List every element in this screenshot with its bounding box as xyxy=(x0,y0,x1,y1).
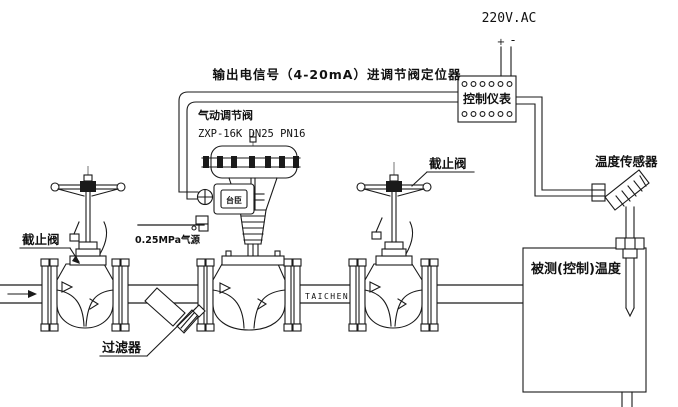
flange-pair xyxy=(348,258,367,332)
pipe-brand-label: TAICHEN xyxy=(305,292,349,301)
yoke-and-stem xyxy=(221,177,285,266)
temperature-sensor-label: 温度传感器 xyxy=(595,154,658,169)
controller-label: 控制仪表 xyxy=(463,91,512,106)
stop-valve-right-label: 截止阀 xyxy=(429,156,467,171)
flange-pair xyxy=(196,258,215,332)
terminal-dots-top xyxy=(461,81,513,87)
temperature-sensor xyxy=(591,169,650,318)
flange-pair xyxy=(283,258,302,332)
stop-valve-right xyxy=(356,162,432,329)
flange-pair xyxy=(420,258,439,332)
sensor-wires xyxy=(515,96,593,197)
flange-pair xyxy=(40,258,59,332)
handwheel xyxy=(50,166,126,197)
actuator xyxy=(201,132,301,179)
stop-valve-left-callout: 截止阀 xyxy=(19,232,80,264)
stop-valve-right-callout: 截止阀 xyxy=(411,156,475,187)
tank-label: 被测(控制)温度 xyxy=(530,261,622,277)
power-minus-label: - xyxy=(511,33,515,47)
air-supply-label: 0.25MPa气源 xyxy=(135,234,201,246)
stop-valve-left xyxy=(50,166,126,329)
valve-positioner: 台臣 xyxy=(191,183,265,232)
signal-wires-to-positioner xyxy=(178,91,459,200)
flange-pairs xyxy=(40,258,439,332)
pneumatic-valve-model-label: ZXP-16K DN25 PN16 xyxy=(198,128,305,140)
pneumatic-valve-name-label: 气动调节阀 xyxy=(197,108,253,122)
stop-valve-left-label: 截止阀 xyxy=(22,232,60,247)
sensor-head xyxy=(604,169,650,211)
sensor-stem xyxy=(615,206,645,259)
flange-pair xyxy=(111,258,130,332)
flow-arrow xyxy=(7,290,37,298)
filter-label: 过滤器 xyxy=(102,340,142,356)
y-strainer xyxy=(144,287,206,334)
power-supply: + - 220V.AC xyxy=(482,11,537,77)
terminal-dots-bottom xyxy=(461,111,513,117)
filter-callout: 过滤器 xyxy=(99,307,197,357)
thermowell-probe xyxy=(625,257,635,318)
pneumatic-control-valve: 台臣 xyxy=(137,132,301,331)
controller-instrument: 控制仪表 xyxy=(457,75,517,123)
handwheel xyxy=(356,162,432,197)
power-plus-label: + xyxy=(497,37,505,48)
sensor-terminal-block xyxy=(591,183,606,202)
power-label: 220V.AC xyxy=(482,11,537,26)
signal-note-label: 输出电信号（4-20mA）进调节阀定位器 xyxy=(213,67,462,82)
positioner-logo: 台臣 xyxy=(226,195,242,205)
